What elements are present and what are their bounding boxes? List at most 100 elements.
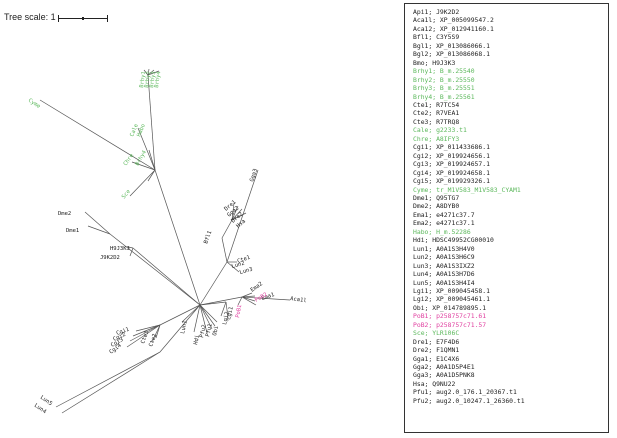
tip-label-cte3: Cte3: [140, 330, 150, 345]
branch: [199, 301, 227, 306]
branch: [199, 261, 228, 306]
legend-entry: Lgi2; XP_009045461.1: [413, 295, 490, 304]
branch: [129, 169, 156, 197]
branch: [241, 292, 253, 298]
branch: [129, 247, 134, 257]
legend-entry: Lun2; A0A1S3H6C9: [413, 253, 475, 262]
tip-label-j9k2d2: J9K2D2: [100, 255, 120, 261]
branch: [181, 304, 201, 323]
branch: [159, 304, 201, 326]
tip-label-cgi3: Cgi3: [110, 337, 124, 349]
legend-entry: Chre; A8IFY3: [413, 134, 460, 143]
branch: [231, 205, 239, 221]
branch: [225, 301, 229, 319]
branch: [241, 296, 257, 306]
legend-entry: Dre1; E7F4D6: [413, 337, 460, 346]
tip-label-brhy1: Brhy1: [139, 71, 147, 88]
branch: [84, 211, 111, 235]
tip-label-brhy3: Brhy3: [149, 71, 157, 88]
branch: [220, 301, 227, 317]
legend-entry: Cte3; R7TRQ8: [413, 117, 460, 126]
branch: [231, 202, 235, 221]
branch: [109, 233, 201, 306]
tip-label-lun1: Lun1: [180, 320, 189, 334]
legend-entry: Cte1; R7TC54: [413, 100, 460, 109]
tip-label-lun2: Lun2: [231, 261, 245, 270]
tip-label-lgi2: Lgi2: [222, 311, 231, 325]
branch: [199, 296, 243, 306]
tip-label-ema1: Ema1: [261, 292, 275, 302]
branch: [199, 304, 208, 334]
branch: [241, 295, 256, 298]
legend-entry: PoB2; p258757c71.57: [413, 320, 487, 329]
legend-entry: Cale; g2233.t1: [413, 126, 467, 135]
legend-entry: Bfl1; C3Y5S9: [413, 33, 460, 42]
branch: [159, 304, 201, 353]
branch: [129, 324, 161, 342]
legend-entry: Cgi2; XP_019924656.1: [413, 151, 490, 160]
legend-entry: Pfu2; aug2.0_10247.1_26360.t1: [413, 396, 525, 405]
branch: [61, 351, 161, 414]
branch: [147, 70, 160, 76]
legend-entry: Sce; YLR106C: [413, 329, 460, 338]
legend-entry: Bgl1; XP_013086066.1: [413, 41, 490, 50]
tip-label-lun3: Lun3: [239, 267, 253, 276]
legend-entry: Aca12; XP_012941160.1: [413, 24, 494, 33]
branch: [231, 208, 243, 221]
tip-label-ema2: Ema2: [250, 281, 264, 294]
legend-entry: Brhy2; B_m.25550: [413, 75, 475, 84]
branch: [193, 304, 201, 333]
tree-branches: [39, 68, 291, 414]
legend-entry: Brhy3; B_m.25551: [413, 84, 475, 93]
branch: [147, 169, 156, 182]
tip-label-gga3: Gga3: [249, 168, 259, 182]
legend-entry: Brhy1; B_m.25540: [413, 67, 475, 76]
tip-label-habo: Habo: [136, 123, 147, 138]
tip-label-cale: Cale: [129, 123, 140, 138]
tip-label-dme2: Dme2: [58, 211, 71, 217]
legend-entry: Cte2; R7VEA1: [413, 109, 460, 118]
legend-entry: Api1; J9K2D2: [413, 8, 460, 16]
scale-bar-right-tick: [107, 15, 108, 22]
branch: [221, 237, 228, 263]
legend-entry: Lun1; A0A1S3H4V0: [413, 244, 475, 253]
branch: [241, 296, 256, 302]
tip-label-pfu1: Pfu1: [205, 323, 214, 337]
legend-entry: Ema2; e4271c37.1: [413, 219, 475, 228]
branch: [147, 74, 156, 171]
legend-entry: Lgi1; XP_009045458.1: [413, 286, 490, 295]
legend-entry: Dme2; A8DYB0: [413, 202, 460, 211]
legend-entry: Ema1; e4271c37.7: [413, 210, 475, 219]
branch: [39, 99, 156, 171]
legend-entry: Cgi5; XP_019929326.1: [413, 177, 490, 186]
phylogenetic-tree: Cyme Brhy1 Brhy2 Brhy3 Brhy4 Habo Cale C…: [27, 68, 307, 416]
legend-entry: Lun3; A0A1S3IXZ2: [413, 261, 475, 270]
scale-bar-left-tick: [58, 15, 59, 22]
tip-label-chre: Chre: [123, 153, 136, 167]
tree-scale-bar: [58, 15, 108, 22]
branch: [87, 225, 111, 235]
branch: [226, 169, 259, 263]
scale-bar-mid-tick: [82, 17, 84, 20]
branch: [151, 324, 161, 343]
tip-label-sce: Sce: [121, 189, 132, 200]
legend-entry: Hsa; Q9NU22: [413, 379, 456, 388]
branch: [199, 304, 216, 327]
branch: [231, 212, 247, 221]
tip-label-h9j3k3: H9J3K3: [110, 246, 130, 252]
legend-entry: Bgl2; XP_013086068.1: [413, 50, 490, 59]
tip-label-hdi: Hdi: [193, 334, 201, 345]
tip-label-pob2: PoB2: [254, 292, 268, 304]
legend-entry: Cyme; tr_M1V583_M1V583_CYAM1: [413, 185, 521, 194]
legend-entry: Dme1; Q95TG7: [413, 193, 460, 202]
branch: [226, 261, 240, 273]
tip-label-lun4: Lun4: [33, 403, 48, 416]
legend-entry: Cgi4; XP_019924658.1: [413, 168, 490, 177]
branch: [154, 169, 201, 306]
tip-label-hsa: Hsa: [235, 219, 246, 230]
branch: [199, 304, 213, 330]
legend-entry: Cgi3; XP_019924657.1: [413, 160, 490, 169]
legend-entry: Lun5; A0A1S3H4I4: [413, 278, 475, 287]
tip-label-cgi2: Cgi2: [112, 332, 127, 343]
branch: [147, 69, 155, 76]
